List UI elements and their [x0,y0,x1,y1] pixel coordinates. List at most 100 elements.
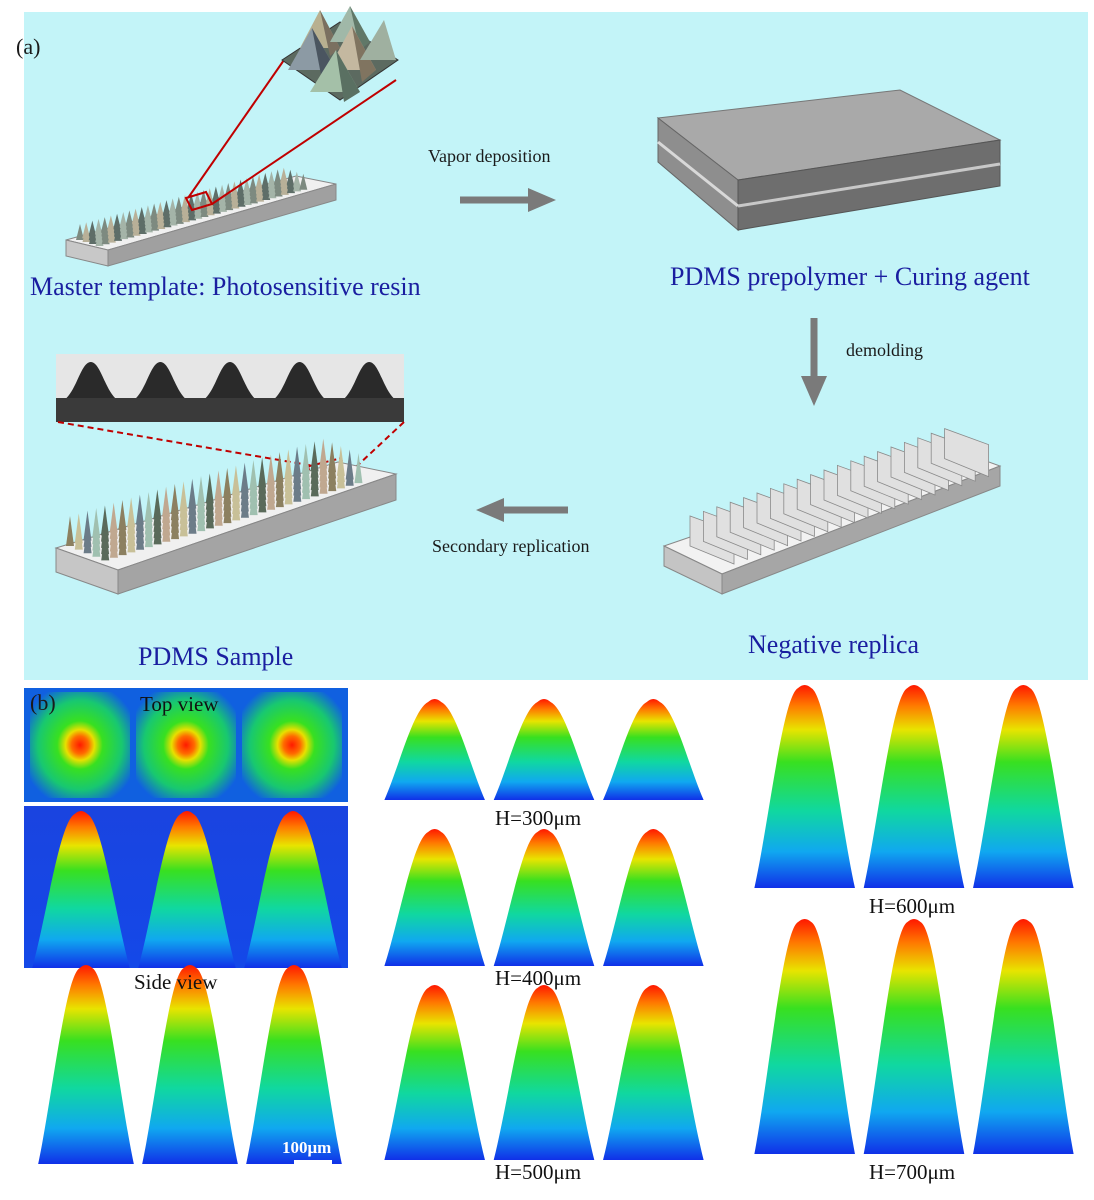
pyramid-spike [293,175,302,192]
pyramid-spike [293,471,302,502]
pyramid-spike [268,182,277,199]
pyramid-zoom-inset [281,6,399,102]
pyramid-spike [144,517,153,548]
pyramid-spike [249,485,258,516]
pyramid-spike [212,197,221,214]
pyramid-spike [206,199,215,216]
pdms-prepolymer-label: PDMS prepolymer + Curing agent [670,262,1030,291]
pyramid-spike [232,490,241,521]
vapor-deposition-label: Vapor deposition [428,146,551,166]
pyramid-spike [95,230,104,246]
pyramid-spike [181,206,190,223]
demolding-label: demolding [846,340,923,360]
pyramid-spike [107,226,116,243]
pyramid-spike [162,511,171,542]
pyramid-spike [237,190,246,207]
pyramid-spike [82,226,91,242]
pyramid-spike [83,523,92,554]
pyramid-spike [188,503,197,534]
pyramid-spike [354,453,363,484]
pyramid-spike [175,207,184,224]
sem-profile-inset [56,354,404,422]
pyramid-spike [258,482,267,513]
secondary-replication-label: Secondary replication [432,536,590,556]
pyramid-spike [310,466,319,497]
pyramid-spike [240,487,249,518]
pyramid-spike [214,495,223,526]
pyramid-spike [223,493,232,524]
pyramid-spike [151,214,160,231]
profile-h600 [750,685,1078,888]
height-label-400: H=400μm [494,966,582,990]
pyramid-spike [206,498,214,529]
profile-h500 [380,985,708,1160]
panel-a-label: (a) [16,34,41,59]
pyramid-spike [169,209,178,226]
down-arrow-icon [801,318,827,406]
pyramid-spike [345,455,354,486]
pyramid-spike [126,221,135,238]
pyramid-spike [114,224,123,241]
pyramid-spike [219,195,228,212]
pdms-block-illustration [656,89,1002,232]
master-template-illustration [65,6,399,267]
pyramid-spike [136,519,145,550]
pyramid-spike [249,187,258,204]
pyramid-spike [127,522,136,553]
pyramid-spike [144,216,153,233]
pdms-sample-label: PDMS Sample [138,642,294,671]
pyramid-spike [101,228,110,245]
pyramid-spike [118,525,127,556]
pyramid-spike [188,204,197,221]
height-label-700: H=700μm [868,1160,956,1184]
scale-bar [294,1160,332,1165]
pyramid-spike [109,527,118,558]
pyramid-spike [299,173,308,190]
pyramid-spike [194,202,203,219]
pyramid-spike [89,228,97,244]
profile-scale-reference [34,965,346,1164]
top-view-map [24,688,348,802]
pyramid-spike [337,458,345,489]
pyramid-spike [243,189,252,206]
pyramid-spike [319,463,328,494]
panel-b-label: (b) [30,690,56,715]
pyramid-spike [66,516,74,546]
pyramid-spike [200,201,209,217]
pyramid-spike [275,477,284,508]
scale-bar-label: 100μm [282,1138,332,1157]
pyramid-spike [138,218,147,235]
pyramid-spike [157,212,166,229]
profile-h700 [750,919,1078,1154]
pdms-sample-illustration [54,354,405,595]
pyramid-spike [163,211,172,228]
pyramid-spike [101,530,110,561]
pyramid-spike [74,519,83,550]
pyramid-spike [120,223,129,240]
negative-replica-illustration [662,428,1002,595]
profile-h400 [380,829,708,966]
pyramid-spike [231,192,240,209]
side-view-label: Side view [134,970,218,994]
right-arrow-icon [460,188,556,212]
negative-replica-label: Negative replica [748,630,920,659]
pyramid-spike [225,194,234,211]
pyramid-spike [171,509,180,540]
height-label-300: H=300μm [494,806,582,830]
pyramid-spike [153,514,162,545]
pyramid-spike [179,506,188,537]
master-template-label: Master template: Photosensitive resin [30,272,421,301]
pyramid-spike [280,178,289,195]
pyramid-spike [267,479,276,510]
replica-fin [944,428,989,478]
pyramid-spike [328,461,337,492]
profile-h300 [380,699,708,800]
pyramid-spike [92,526,101,557]
height-label-600: H=600μm [868,894,956,918]
left-arrow-icon [476,498,568,522]
side-view-map [24,806,348,968]
pyramid-spike [197,501,206,532]
pyramid-spike [76,224,84,240]
pyramid-spike [274,180,283,197]
